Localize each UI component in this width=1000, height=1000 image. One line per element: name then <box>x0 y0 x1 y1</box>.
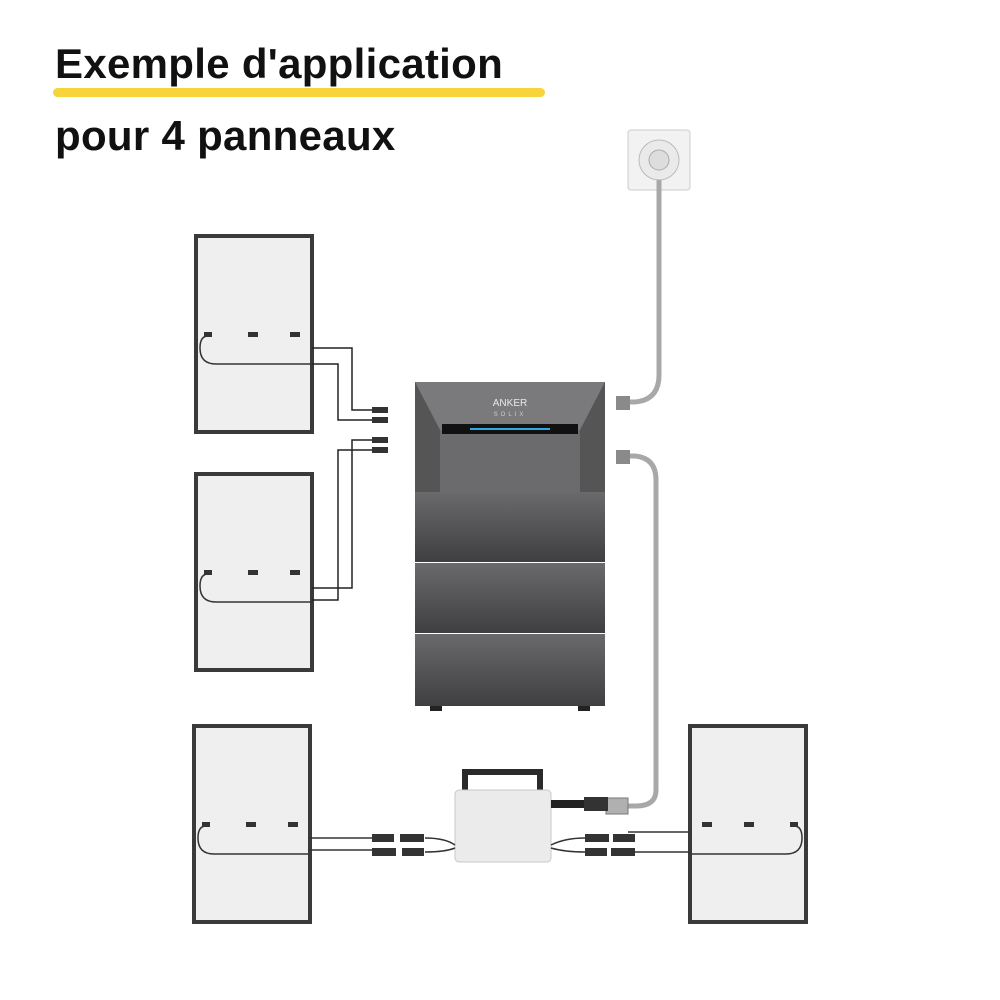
wall-socket <box>627 129 691 191</box>
mc4-connectors-battery <box>372 407 388 453</box>
solar-panel-4 <box>688 724 808 924</box>
ac-cable-grid <box>622 180 662 405</box>
battery-brand-logo: ANKER <box>493 398 527 409</box>
dc-cables-battery <box>312 347 378 601</box>
title-highlight <box>53 88 545 97</box>
page-title: Exemple d'application <box>55 40 504 87</box>
solar-panel-1 <box>194 234 314 434</box>
mc4-connectors-inverter <box>372 834 635 856</box>
page-subtitle: pour 4 panneaux <box>55 112 396 159</box>
battery-system: ANKER SOLIX <box>415 382 605 711</box>
solar-panel-3 <box>192 724 312 924</box>
microinverter <box>454 769 608 863</box>
dc-cables-inverter <box>308 831 690 853</box>
solar-panel-2 <box>194 472 314 672</box>
ac-cable-inverter <box>620 453 659 809</box>
battery-subbrand-logo: SOLIX <box>494 412 527 418</box>
